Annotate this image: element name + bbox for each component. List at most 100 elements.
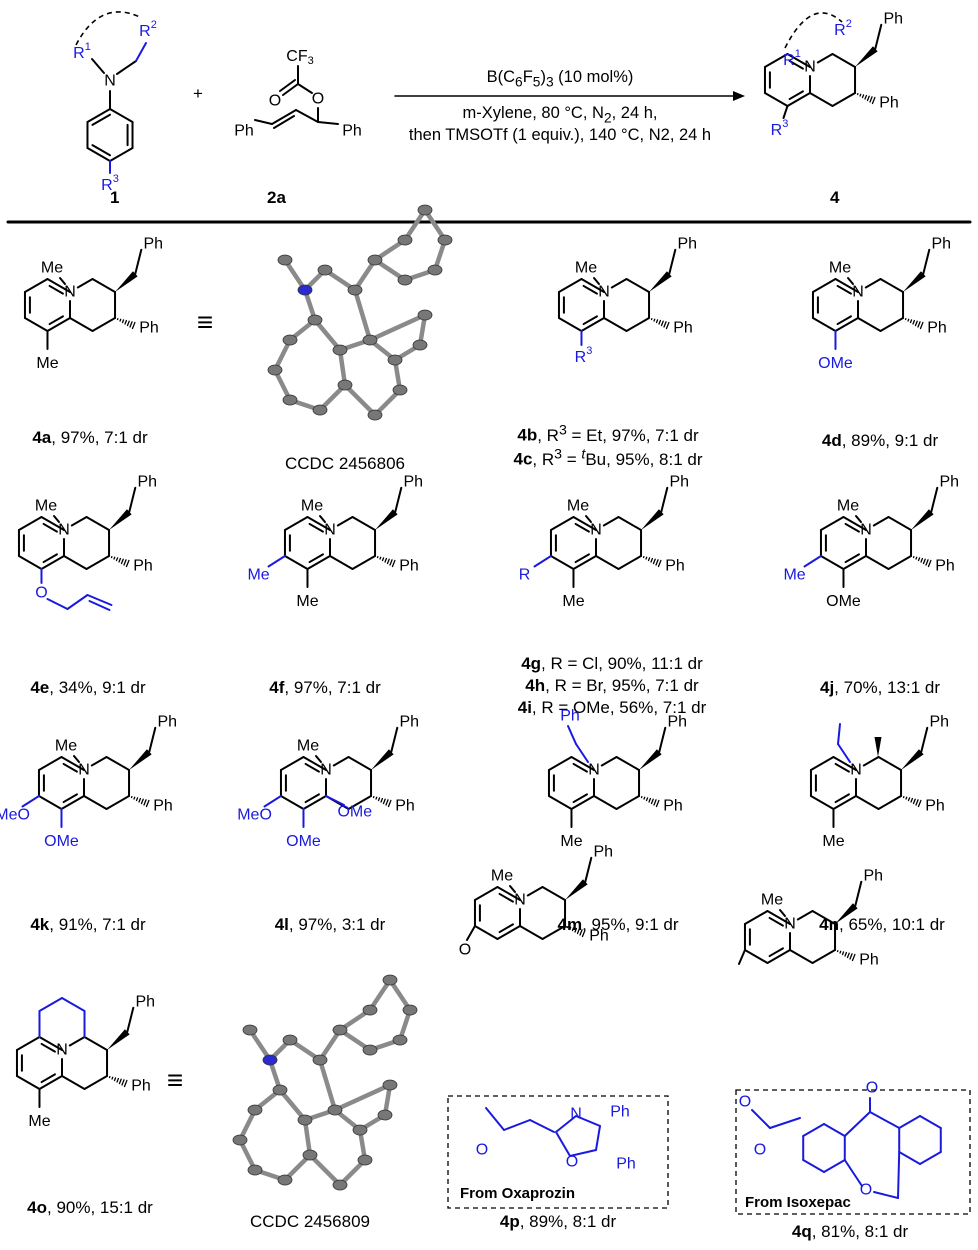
- reaction-arrow-head: [733, 91, 745, 101]
- cmpd-4d-aromatic-bond: [813, 318, 836, 331]
- cmpd-4g-aromatic-bond: [551, 556, 574, 569]
- cmpd-4n-bond: [856, 796, 879, 809]
- cmpd-4l-nitrogen: N: [320, 762, 332, 779]
- cmpd-4d-ome: OMe: [818, 355, 853, 372]
- cmpd-4m-bond: [617, 796, 640, 809]
- cmpd-4l-ome: OMe: [286, 833, 321, 850]
- cmpd-4a-bond: [78, 279, 93, 288]
- cmpd-4l-n-methyl-bond: [316, 756, 321, 762]
- cmpd-4o-c4-ph: Ph: [131, 1078, 151, 1095]
- cmpd-4a-n-methyl: Me: [41, 260, 63, 277]
- cmpd-4p-c3-wedge: [565, 879, 588, 900]
- cmpd-4q-ring2: [920, 1152, 941, 1164]
- cmpd-4m-c4-hash: [654, 800, 656, 805]
- cmpd-4b-c4-hash: [654, 319, 655, 321]
- cmpd-4q-ring1: [824, 1160, 845, 1172]
- crystal-4a-atom: [298, 285, 312, 295]
- cmpd-4g-nitrogen: N: [590, 522, 602, 539]
- cmpd-4l-c4-hash: [379, 798, 380, 801]
- cmpd-4e-c4-hash: [119, 559, 120, 562]
- cmpd-4n-bond: [864, 757, 879, 766]
- crystal-4o-atom: [363, 1005, 377, 1015]
- cmpd-4d-c3-wedge: [903, 271, 926, 292]
- cmpd-4n-c4-hash: [914, 799, 916, 803]
- cmpd-4j-c4-hash: [921, 559, 922, 562]
- cmpd-4f-aromatic-bond: [307, 556, 330, 569]
- product4-c4-hash: [865, 96, 866, 99]
- cmpd-4e-bond: [87, 556, 110, 569]
- cmpd-4n-me-wedge: [875, 737, 882, 757]
- cmpd-4m-bond: [617, 757, 640, 770]
- crystal-4a-bond: [370, 315, 425, 340]
- product4-r3: R3: [771, 118, 789, 139]
- cmpd-4e-c3-wedge: [109, 509, 132, 530]
- cmpd-4g-c4-hash: [654, 559, 656, 563]
- cmpd-4f-aromatic-bond: [285, 517, 308, 530]
- cmpd-4m-c4-hash: [644, 797, 645, 799]
- cmpd-4a-n-methyl-bond: [60, 278, 65, 284]
- cmpd-4l-bond: [349, 757, 372, 770]
- cmpd-4e-bond: [64, 556, 87, 569]
- cmpd-4m-bn-bond: [576, 744, 588, 762]
- cmpd-4e-benzyl-ph: Ph: [138, 473, 158, 490]
- crystal-4o-atom: [313, 1055, 327, 1065]
- cmpd-4b-c4-hash: [662, 321, 664, 325]
- crystal-4o-atom: [248, 1165, 262, 1175]
- crystal-4a-atom: [313, 405, 327, 415]
- reagent1-r1-bond: [92, 59, 104, 73]
- caption-4o: 4o, 90%, 15:1 dr: [27, 1198, 153, 1218]
- crystal-4o-atom: [403, 1005, 417, 1015]
- crystal-4o-atom: [353, 1125, 367, 1135]
- crystal-4o-atom: [233, 1135, 247, 1145]
- caption-4d: 4d, 89%, 9:1 dr: [822, 431, 938, 451]
- condition-line2: m-Xylene, 80 °C, N2, 24 h,: [463, 104, 658, 125]
- cmpd-4l-c3-wedge: [371, 749, 394, 770]
- cmpd-4j-me-bond: [804, 556, 821, 567]
- cmpd-4m-bn-bond2: [568, 726, 576, 744]
- crystal-4o-atom: [328, 1105, 342, 1115]
- cmpd-4g-bond: [604, 517, 619, 526]
- product4-c4-ph: Ph: [879, 95, 899, 112]
- crystal-4a-atom: [348, 285, 362, 295]
- product4-r2: R2: [834, 18, 852, 39]
- cmpd-4q-n-methyl: Me: [761, 892, 783, 909]
- crystal-4a-atom: [418, 205, 432, 215]
- reagent2-ph-bond: [255, 120, 272, 124]
- cmpd-4n-benzyl-ph: Ph: [930, 713, 950, 730]
- cmpd-4n-nitrogen: N: [850, 762, 862, 779]
- cmpd-4e-bond: [72, 517, 87, 526]
- cmpd-4a-c4-hash: [128, 321, 130, 325]
- cmpd-4j-n-methyl-bond: [856, 516, 861, 522]
- cmpd-4g-aromatic-bond: [551, 517, 574, 530]
- cmpd-4k-bond: [84, 796, 107, 809]
- reagent1-double-bond: [92, 145, 110, 155]
- cmpd-4k-bond: [92, 757, 107, 766]
- cmpd-4k-c4-hash: [146, 800, 148, 806]
- cmpd-4n-c3-wedge: [901, 749, 924, 770]
- crystal-4a-atom: [318, 265, 332, 275]
- cmpd-4f-bond: [330, 556, 353, 569]
- cmpd-4k-bond: [107, 757, 130, 770]
- cmpd-4g-r-bond: [534, 556, 551, 567]
- crystal-4a-atom: [268, 365, 282, 375]
- caption-4c: 4c, R3 = tBu, 95%, 8:1 dr: [513, 446, 702, 470]
- cmpd-4a-bond: [93, 279, 116, 292]
- cmpd-4g-bond: [619, 556, 642, 569]
- crystal-4o-atom: [273, 1085, 287, 1095]
- reagent2-ester-o: O: [312, 91, 324, 108]
- cmpd-4f-n-methyl-bond: [320, 516, 325, 522]
- cmpd-4f-bond: [338, 517, 353, 526]
- cmpd-4d-bond: [858, 318, 881, 331]
- cmpd-4d-benzyl-bond: [923, 250, 929, 274]
- cmpd-4o-bond: [62, 1076, 85, 1089]
- cmpd-4a-c4-hash: [123, 320, 124, 323]
- cmpd-4q-bond: [798, 911, 813, 920]
- cmpd-4q-o: O: [739, 1094, 751, 1111]
- reagent2-ph-right: Ph: [342, 123, 362, 140]
- cmpd-4q-bond: [790, 950, 813, 963]
- cmpd-4n-c4-hash: [909, 798, 910, 801]
- cmpd-4m-benzyl-bond: [659, 728, 665, 752]
- cmpd-4p-oxazole-o: O: [566, 1154, 578, 1171]
- cmpd-4q-ester: [752, 1110, 770, 1128]
- cmpd-4q-ring2: [899, 1152, 920, 1164]
